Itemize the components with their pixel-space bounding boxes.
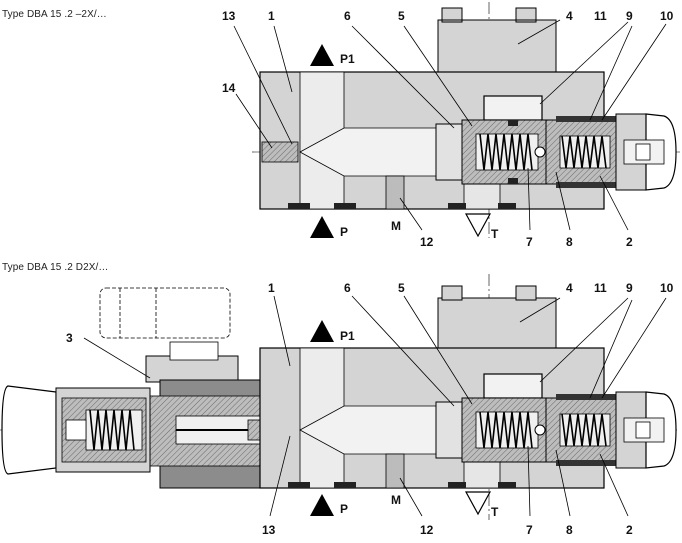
cartridge-assembly-top: [435, 116, 617, 188]
left-spring-housing: [1, 385, 151, 475]
type-label-top: Type DBA 15 .2 –2X/…: [2, 9, 107, 20]
port-label-p1-bottom: P1: [340, 329, 355, 343]
port-label-p-bottom: P: [340, 502, 348, 516]
callout-1-bottom: 1: [268, 281, 275, 295]
port-label-p-top: P: [340, 225, 348, 239]
callout-8-bottom: 8: [566, 523, 573, 537]
callout-5-top: 5: [398, 9, 405, 23]
callout-6-bottom: 6: [344, 281, 351, 295]
port-label-m-bottom: M: [391, 493, 401, 507]
callout-10-top: 10: [660, 9, 674, 23]
port-arrow-p1-bottom: [310, 320, 334, 342]
callout-4-top: 4: [566, 9, 573, 23]
callout-11-bottom: 11: [594, 281, 607, 295]
callout-9-top: 9: [626, 9, 633, 23]
plug-connector-outline: [99, 287, 231, 339]
top-view: P1 P M T 13 1: [222, 2, 680, 249]
callout-8-top: 8: [566, 235, 573, 249]
port-arrow-p-top: [310, 216, 334, 238]
port-arrow-p1-top: [310, 44, 334, 66]
callout-14-top: 14: [222, 81, 236, 95]
callout-4-bottom: 4: [566, 281, 573, 295]
port-arrow-t-top: [464, 213, 492, 238]
callout-5-bottom: 5: [398, 281, 405, 295]
callout-2-top: 2: [626, 235, 633, 249]
callout-13-bottom: 13: [262, 523, 276, 537]
port-arrow-p-bottom: [310, 494, 334, 516]
bottom-view: P1 P M T 1 6: [0, 274, 680, 537]
callout-7-top: 7: [526, 235, 533, 249]
callout-12-top: 12: [420, 235, 434, 249]
callout-3-bottom: 3: [66, 331, 73, 345]
callout-9-bottom: 9: [626, 281, 633, 295]
solenoid-assembly: [145, 341, 283, 489]
port-label-p1-top: P1: [340, 52, 355, 66]
cartridge-assembly-bottom: [435, 394, 617, 466]
port-arrow-t-bottom: [464, 491, 492, 516]
callout-12-bottom: 12: [420, 523, 434, 537]
callout-11-top: 11: [594, 9, 607, 23]
type-label-bottom: Type DBA 15 .2 D2X/…: [2, 262, 109, 273]
callout-7-bottom: 7: [526, 523, 533, 537]
port-label-t-bottom: T: [491, 505, 499, 519]
callout-10-bottom: 10: [660, 281, 674, 295]
callout-1-top: 1: [268, 9, 275, 23]
callout-6-top: 6: [344, 9, 351, 23]
mounting-block-top: [437, 7, 557, 73]
port-label-m-top: M: [391, 219, 401, 233]
mounting-block-bottom: [437, 285, 557, 349]
callout-2-bottom: 2: [626, 523, 633, 537]
leader-lines-bottom: [83, 295, 667, 517]
port-label-t-top: T: [491, 227, 499, 241]
adjustment-cap-bottom: [615, 391, 677, 469]
callout-13-top: 13: [222, 9, 236, 23]
leader-lines-top: [233, 19, 667, 231]
adjustment-cap-top: [615, 113, 677, 191]
